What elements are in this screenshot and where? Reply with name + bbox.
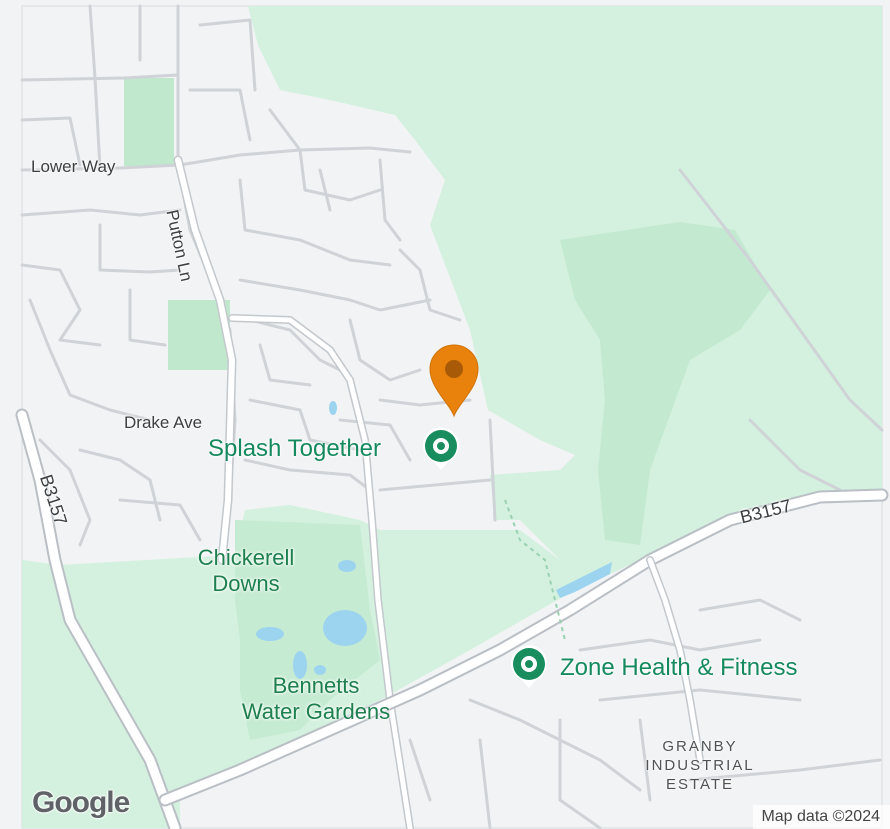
area-label-chickerell-downs: Chickerell Downs	[197, 545, 295, 596]
footpath	[504, 499, 566, 641]
road-label-drake-ave: Drake Ave	[124, 413, 203, 432]
poi-label-splash-together[interactable]: Splash Together	[208, 435, 382, 462]
park-area-east	[248, 6, 882, 590]
google-logo: Google	[32, 786, 130, 819]
park-small-north	[124, 78, 174, 166]
area-label-granby-industrial-estate: GRANBY INDUSTRIAL ESTATE	[645, 738, 755, 793]
place-marker-icon[interactable]	[509, 644, 549, 690]
location-pin-icon[interactable]	[426, 342, 482, 418]
area-label-bennetts-water-gardens: Bennetts Water Gardens	[241, 673, 391, 724]
map-attribution[interactable]: Map data ©2024	[753, 805, 890, 829]
road-label-lower-way: Lower Way	[31, 157, 116, 176]
water-features	[256, 401, 612, 679]
main-roads	[15, 155, 889, 829]
place-marker-icon[interactable]	[421, 426, 461, 472]
park-area-bennetts	[235, 520, 380, 740]
park-area-darker	[560, 222, 770, 545]
poi-label-zone-health-fitness[interactable]: Zone Health & Fitness	[560, 654, 798, 681]
park-area-west	[22, 560, 180, 828]
